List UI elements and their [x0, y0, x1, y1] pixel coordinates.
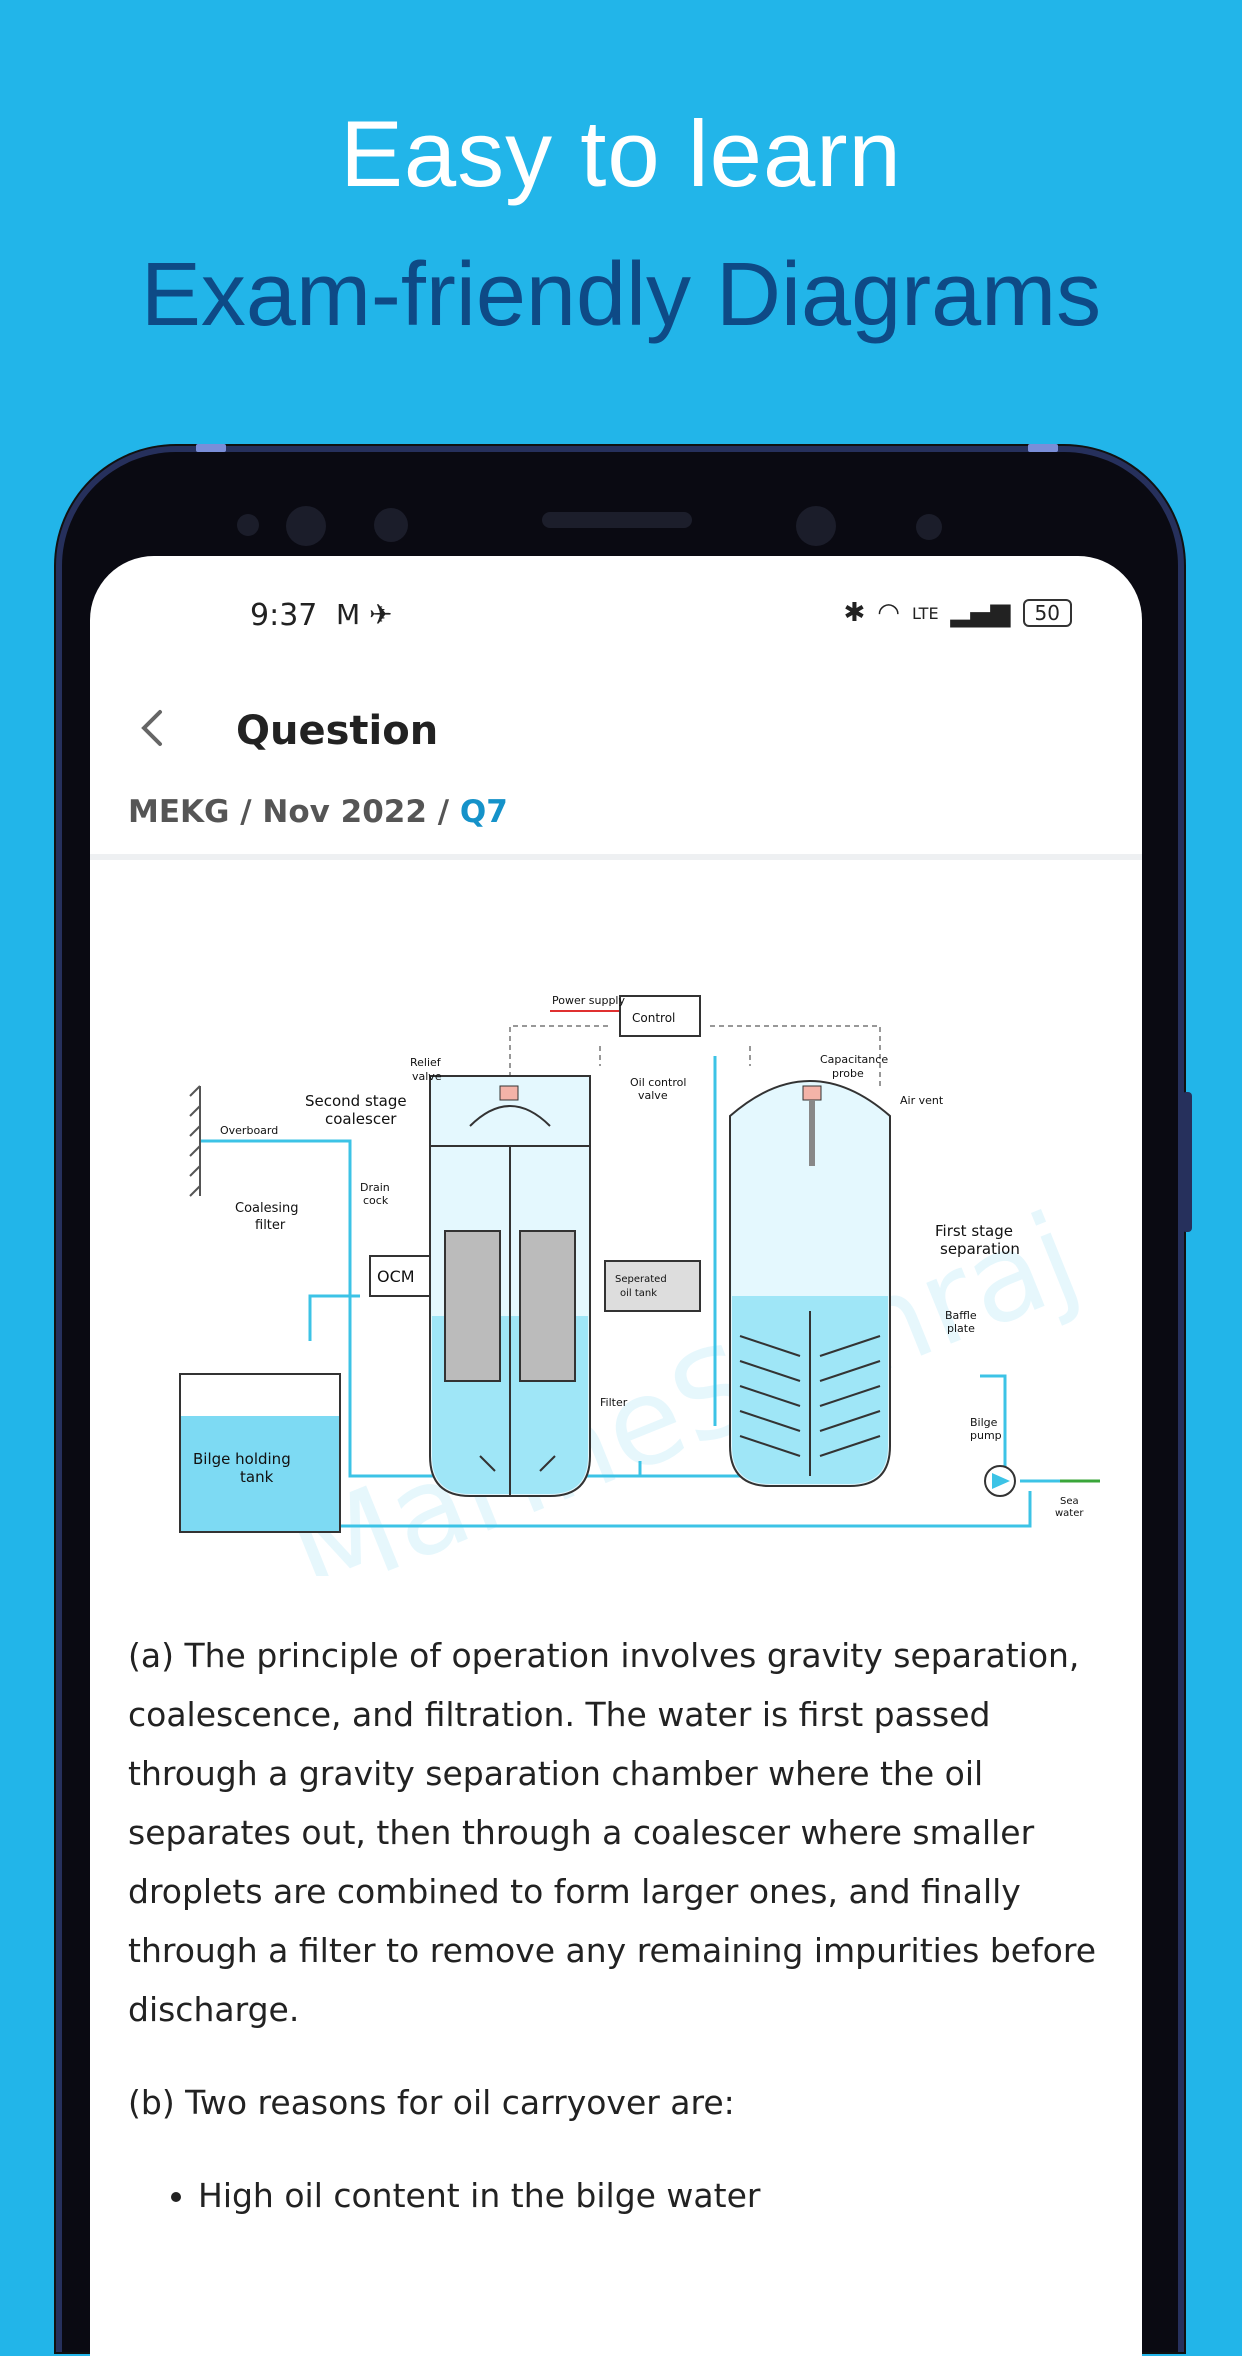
label-oil-control: valve [638, 1089, 668, 1102]
sensor-icon [237, 514, 259, 536]
answer-part-b: (b) Two reasons for oil carryover are: [128, 2083, 735, 2122]
label-bilge-pump: pump [970, 1429, 1002, 1442]
phone-accent [196, 444, 226, 452]
answer-content: (a) The principle of operation involves … [128, 1626, 1118, 2225]
label-separated-oil-tank: oil tank [620, 1288, 657, 1299]
label-first-stage: separation [940, 1240, 1020, 1258]
breadcrumb-separator: / [426, 794, 460, 830]
sensor-icon [916, 514, 942, 540]
lte-label: LTE [911, 603, 939, 623]
phone-frame: 9:37 M ✈ ✱ ◠ LTE ▂▄▆ 50 Question MEKG / … [56, 444, 1192, 2356]
notification-icons: M ✈ [336, 598, 393, 631]
chevron-left-icon [141, 710, 162, 746]
camera-icon [286, 506, 326, 546]
breadcrumb-separator: / [229, 794, 263, 830]
phone-accent [1028, 444, 1058, 452]
label-bilge-pump: Bilge [970, 1416, 998, 1429]
label-coalesing-filter: Coalesing [235, 1201, 298, 1216]
oily-water-separator-diagram: MarineSamraj [179, 994, 1100, 1576]
label-oil-control: Oil control [630, 1076, 686, 1089]
status-icons: ✱ ◠ LTE ▂▄▆ 50 [843, 598, 1072, 628]
status-bar: 9:37 M ✈ ✱ ◠ LTE ▂▄▆ 50 [90, 592, 1142, 652]
breadcrumb-subject[interactable]: MEKG [128, 794, 230, 830]
answer-bullet-list: High oil content in the bilge water [128, 2166, 1118, 2225]
promo-headline: Easy to learn [340, 101, 902, 206]
breadcrumb-question: Q7 [459, 794, 508, 830]
label-capacitance-probe: Capacitance [820, 1053, 888, 1066]
phone-side-button [1182, 1092, 1192, 1232]
label-baffle-plate: plate [947, 1322, 975, 1335]
label-capacitance-probe: probe [832, 1067, 864, 1080]
breadcrumb: MEKG / Nov 2022 / Q7 [128, 794, 508, 830]
label-ocm: OCM [377, 1267, 415, 1286]
app-screen: 9:37 M ✈ ✱ ◠ LTE ▂▄▆ 50 Question MEKG / … [90, 556, 1142, 2356]
label-air-vent: Air vent [900, 1094, 944, 1107]
camera-icon [374, 508, 408, 542]
signal-icon: ▂▄▆ [950, 598, 1011, 628]
answer-part-a: (a) The principle of operation involves … [128, 1636, 1097, 2029]
label-filter: Filter [600, 1396, 628, 1409]
label-bilge-holding-tank: Bilge holding [193, 1450, 291, 1468]
label-sea-water: Sea [1060, 1496, 1079, 1507]
label-control: Control [632, 1011, 675, 1025]
label-coalesing-filter: filter [255, 1218, 286, 1233]
status-time: 9:37 [250, 598, 318, 633]
promo-subheadline: Exam-friendly Diagrams [140, 245, 1102, 345]
label-second-stage: Second stage [305, 1092, 407, 1110]
label-separated-oil-tank: Seperated [615, 1274, 667, 1285]
earpiece-speaker [542, 512, 692, 528]
list-item: High oil content in the bilge water [198, 2166, 1118, 2225]
camera-icon [796, 506, 836, 546]
battery-icon: 50 [1022, 599, 1072, 627]
label-bilge-holding-tank: tank [240, 1468, 274, 1486]
label-relief-valve: Relief [410, 1056, 442, 1069]
label-power-supply: Power supply [552, 994, 625, 1007]
label-baffle-plate: Baffle [945, 1309, 977, 1322]
wifi-icon: ◠ [877, 598, 900, 628]
app-header: Question [90, 696, 1142, 776]
breadcrumb-exam[interactable]: Nov 2022 [262, 794, 427, 830]
back-button[interactable] [126, 706, 176, 761]
label-sea-water: water [1055, 1508, 1084, 1519]
label-overboard: Overboard [220, 1124, 278, 1137]
label-second-stage: coalescer [325, 1110, 397, 1128]
header-divider [90, 854, 1142, 860]
label-first-stage: First stage [935, 1222, 1013, 1240]
label-drain-cock: cock [363, 1194, 389, 1207]
page-title: Question [236, 708, 439, 754]
bluetooth-icon: ✱ [843, 598, 866, 628]
label-relief-valve: valve [412, 1070, 442, 1083]
label-drain-cock: Drain [360, 1181, 390, 1194]
